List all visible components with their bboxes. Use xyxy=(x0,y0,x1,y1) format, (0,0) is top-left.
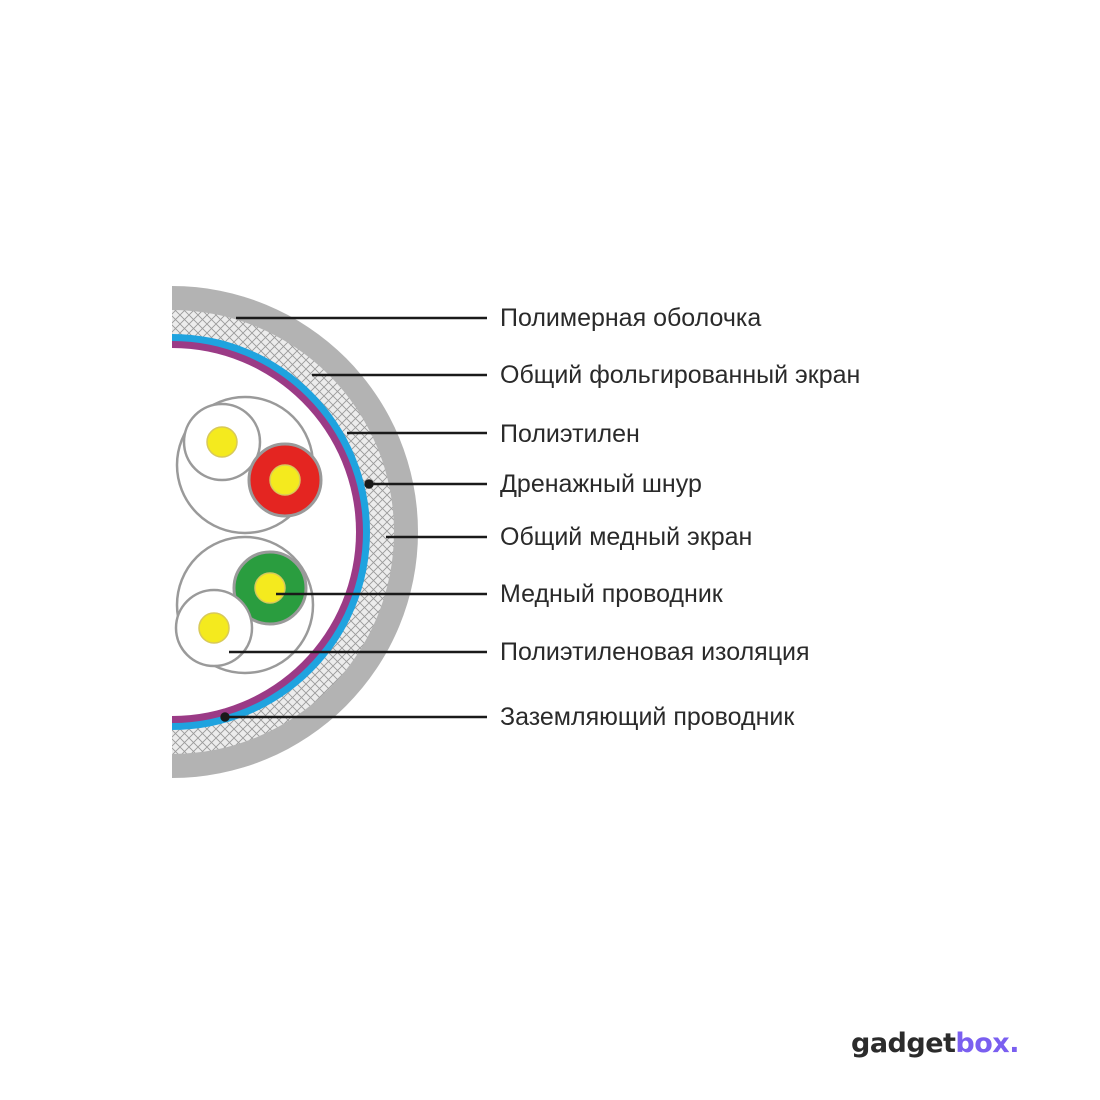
label-copper-screen: Общий медный экран xyxy=(500,523,753,551)
label-pe-insulation: Полиэтиленовая изоляция xyxy=(500,638,810,666)
brand-logo: gadgetbox. xyxy=(851,1030,1019,1057)
cable-half-section xyxy=(172,286,418,778)
red-pair-conductor xyxy=(269,464,301,496)
green-pair-conductor xyxy=(254,572,286,604)
brand-logo-part1: gadget xyxy=(851,1028,956,1059)
label-drain-wire: Дренажный шнур xyxy=(500,470,702,498)
brand-logo-part2: box. xyxy=(955,1028,1019,1059)
drain-wire-dot xyxy=(364,479,374,489)
inner-core xyxy=(172,348,356,716)
label-copper-conductor: Медный проводник xyxy=(500,580,723,608)
leader-lines xyxy=(220,316,487,722)
lower-white-conductor xyxy=(198,612,230,644)
label-ground-conductor: Заземляющий проводник xyxy=(500,703,795,731)
label-foil-screen: Общий фольгированный экран xyxy=(500,361,861,389)
ground-conductor-dot xyxy=(220,712,230,722)
label-polyethylene: Полиэтилен xyxy=(500,420,640,448)
upper-white-conductor xyxy=(206,426,238,458)
label-polymer-sheath: Полимерная оболочка xyxy=(500,304,762,332)
